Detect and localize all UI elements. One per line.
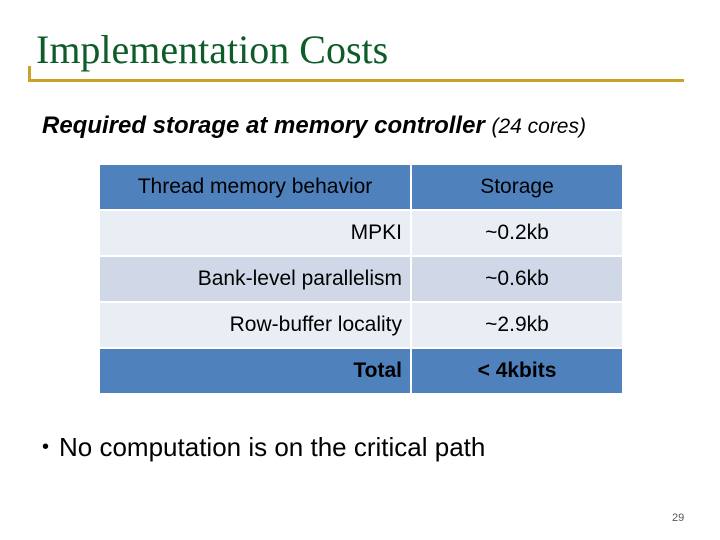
table-row: Bank-level parallelism ~0.6kb xyxy=(98,255,624,303)
table-row: MPKI ~0.2kb xyxy=(98,209,624,257)
bullet-dot-icon: • xyxy=(42,436,50,458)
bullet-item: • No computation is on the critical path xyxy=(42,432,485,463)
header-thread-behavior: Thread memory behavior xyxy=(98,163,412,211)
total-label: Total xyxy=(98,347,412,395)
table-header-row: Thread memory behavior Storage xyxy=(98,163,624,211)
row-label: Row-buffer locality xyxy=(98,301,412,349)
subtitle-paren: (24 cores) xyxy=(491,115,586,138)
table-total-row: Total < 4kbits xyxy=(98,347,624,395)
total-value: < 4kbits xyxy=(410,347,624,395)
bullet-text: No computation is on the critical path xyxy=(59,432,486,462)
page-number: 29 xyxy=(672,512,685,524)
row-value: ~0.6kb xyxy=(410,255,624,303)
row-value: ~0.2kb xyxy=(410,209,624,257)
title-underline xyxy=(28,79,684,82)
slide-title: Implementation Costs xyxy=(36,27,389,72)
subtitle-main: Required storage at memory controller xyxy=(42,112,485,139)
table-row: Row-buffer locality ~2.9kb xyxy=(98,301,624,349)
row-label: Bank-level parallelism xyxy=(98,255,412,303)
header-storage: Storage xyxy=(410,163,624,211)
row-value: ~2.9kb xyxy=(410,301,624,349)
subtitle: Required storage at memory controller (2… xyxy=(42,112,586,140)
storage-table: Thread memory behavior Storage MPKI ~0.2… xyxy=(98,163,624,395)
title-tick xyxy=(28,66,31,82)
row-label: MPKI xyxy=(98,209,412,257)
